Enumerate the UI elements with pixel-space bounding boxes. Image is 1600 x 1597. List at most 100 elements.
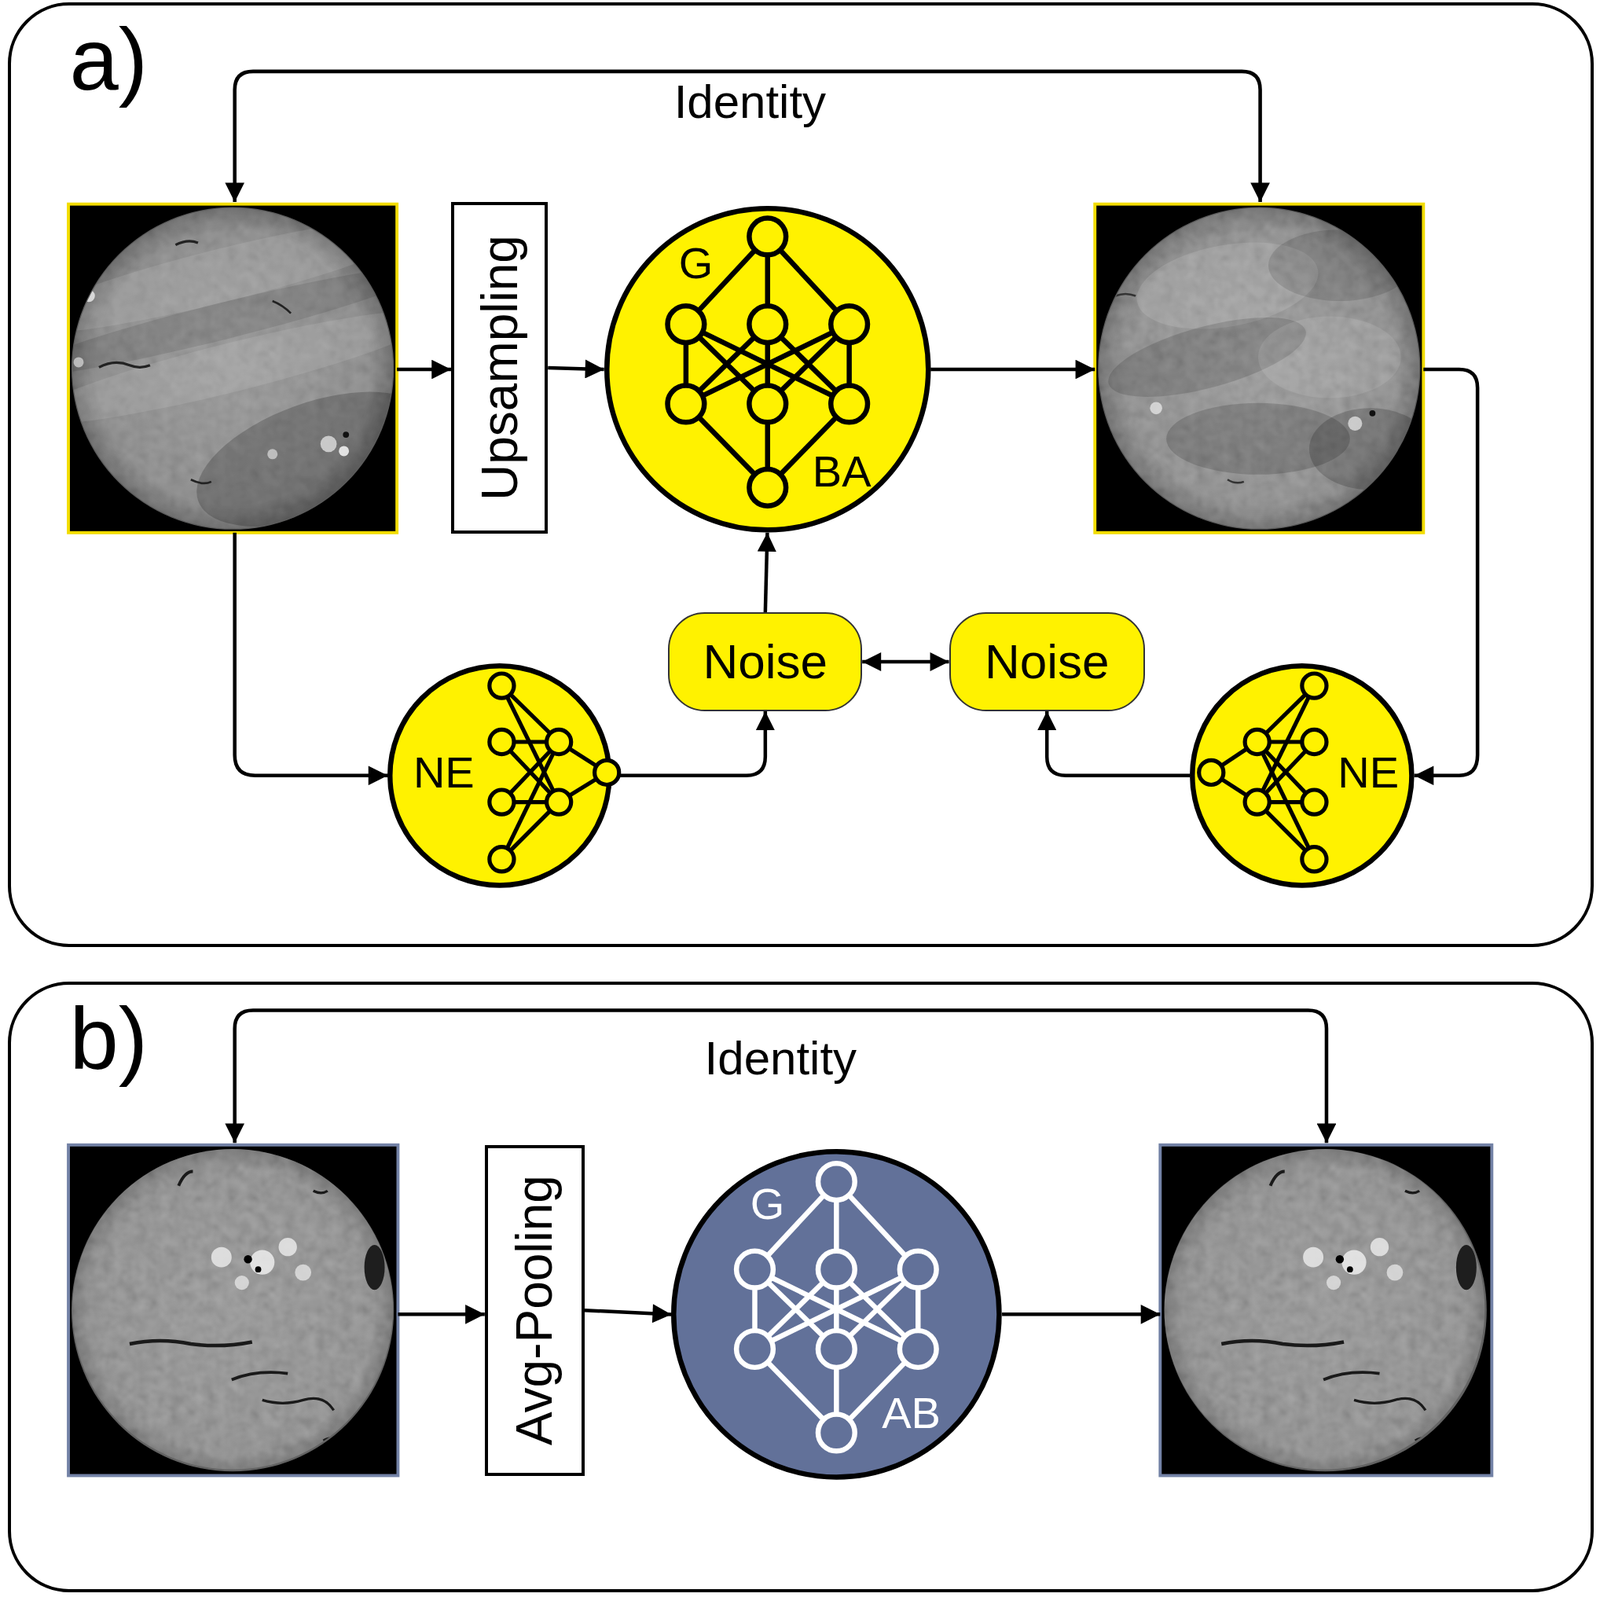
drawing-part: [175, 241, 199, 246]
drawing-part: [7, 198, 448, 555]
network-neuron: [1302, 789, 1327, 815]
circle-outline: [606, 209, 929, 531]
flow-arrow: [765, 532, 768, 613]
drawing-part: [930, 367, 1095, 372]
operation-box: Upsampling: [451, 201, 548, 534]
network-neuron: [830, 306, 868, 344]
drawing-part: [294, 1264, 312, 1281]
drawing-part: [1115, 293, 1136, 297]
drawing-part: [82, 289, 96, 303]
network-neuron: [546, 729, 572, 754]
drawing-part: [234, 1275, 250, 1290]
drawing-part: [320, 435, 338, 452]
drawing-part: [1001, 1312, 1160, 1317]
solar-image: [7, 198, 448, 555]
generator-network: GAB: [671, 1148, 1002, 1480]
drawing-part: [68, 1144, 398, 1476]
drawing-part: [68, 1144, 397, 1476]
drawing-part: [190, 479, 212, 484]
drawing-part: [267, 448, 278, 459]
network-neuron: [667, 385, 705, 423]
drawing-part: [1341, 1250, 1366, 1275]
operation-label: Upsampling: [474, 234, 525, 501]
network-neuron: [818, 1414, 856, 1452]
drawing-part: [1370, 1237, 1389, 1256]
network-neuron: [1244, 729, 1270, 754]
network-neuron: [748, 306, 786, 344]
drawing-part: [1309, 407, 1432, 490]
network-neuron: [830, 385, 868, 423]
drawing-part: [255, 1266, 262, 1273]
flow-arrow: [547, 367, 604, 370]
drawing-part: [1159, 1144, 1492, 1476]
drawing-part: [272, 300, 291, 314]
noise-label: Noise: [703, 637, 829, 687]
network-neuron: [489, 847, 514, 872]
drawing-part: [73, 356, 85, 367]
drawing-part: [338, 445, 349, 456]
drawing-part: [1159, 1144, 1492, 1476]
drawing-part: [342, 431, 349, 438]
drawing-part: [231, 1372, 288, 1380]
drawing-part: [1456, 1244, 1477, 1290]
drawing-part: [68, 1144, 397, 1476]
network-label: G: [678, 241, 714, 286]
drawing-part: [1258, 316, 1402, 399]
network-neuron: [1302, 673, 1327, 698]
drawing-part: [1227, 479, 1245, 483]
network-label: BA: [812, 449, 872, 494]
drawing-part: [243, 1255, 252, 1263]
network-neuron: [489, 729, 514, 754]
drawing-part: [211, 1247, 232, 1268]
drawing-part: [1094, 204, 1424, 533]
drawing-part: [1270, 1171, 1285, 1186]
drawing-part: [364, 1244, 386, 1290]
identity-label: Identity: [704, 1034, 857, 1083]
network-neuron: [818, 1163, 856, 1200]
drawing-part: [179, 364, 448, 555]
drawing-part: [234, 71, 1261, 202]
operation-box: Avg-Pooling: [484, 1144, 585, 1476]
noise-box: Noise: [667, 612, 863, 712]
drawing-part: [278, 1237, 298, 1256]
drawing-part: [1094, 204, 1424, 533]
noise-estimator: NE: [387, 663, 613, 889]
solar-image: [68, 1144, 398, 1476]
solar-image: [1094, 204, 1432, 533]
network-label: G: [750, 1181, 786, 1226]
operation-label: Avg-Pooling: [509, 1174, 560, 1446]
drawing-part: [323, 1438, 342, 1443]
circle-outline: [671, 1148, 1002, 1480]
identity-label: Identity: [674, 78, 826, 126]
drawing-part: [234, 1009, 1327, 1143]
solar-image: [1159, 1144, 1492, 1476]
network-neuron: [546, 789, 572, 815]
flow-arrow: [584, 1310, 672, 1314]
network-neuron: [748, 218, 786, 256]
drawing-part: [1347, 416, 1362, 431]
noise-label: Noise: [984, 637, 1110, 687]
flow-arrow: [1046, 711, 1190, 776]
drawing-part: [1405, 1190, 1420, 1193]
circle-outline: [604, 205, 932, 533]
network-neuron: [818, 1330, 856, 1368]
network-neuron: [899, 1251, 937, 1289]
panel-letter: a): [69, 15, 148, 104]
network-neuron: [1244, 789, 1270, 815]
network-neuron: [818, 1251, 856, 1289]
panel-letter: b): [69, 994, 148, 1083]
flow-arrow: [612, 711, 766, 776]
drawing-part: [1415, 1438, 1434, 1443]
drawing-part: [1369, 410, 1377, 417]
drawing-part: [1387, 1264, 1404, 1281]
network-neuron: [594, 759, 620, 785]
circle-outline: [1192, 665, 1412, 885]
drawing-part: [178, 1171, 193, 1186]
drawing-part: [1149, 402, 1163, 415]
drawing-part: [249, 1250, 275, 1275]
flow-arrow: [862, 660, 949, 665]
drawing-part: [1326, 1275, 1341, 1290]
drawing-part: [9, 251, 434, 391]
drawing-part: [1414, 369, 1479, 776]
